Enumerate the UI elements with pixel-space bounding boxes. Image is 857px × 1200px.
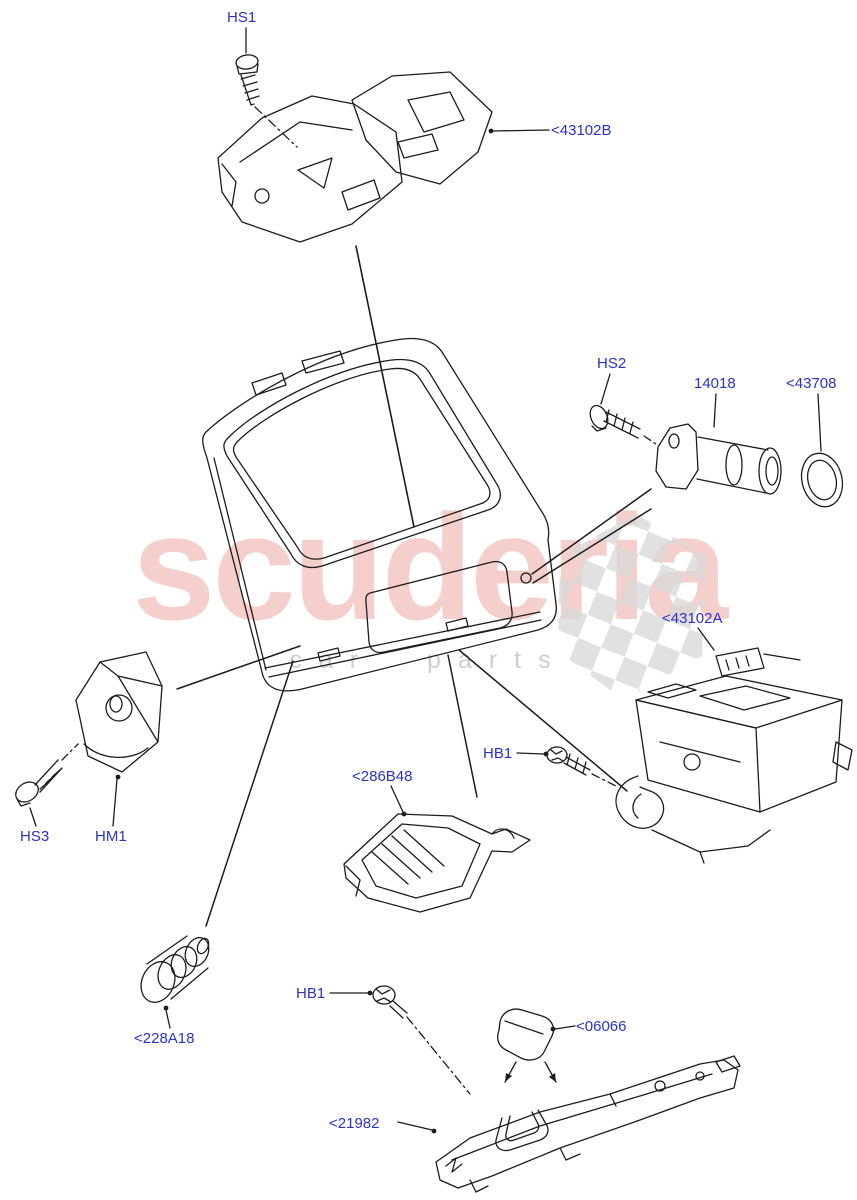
screw-hs1-drawing	[235, 27, 298, 148]
striker-plate-drawing	[397, 1055, 741, 1193]
screw-hs3-drawing	[15, 743, 79, 827]
plug-drawing	[140, 935, 210, 1029]
screw-hb1-upper-drawing	[516, 746, 617, 787]
screw-hb1-lower-drawing	[329, 985, 471, 1095]
latch-lower-drawing	[615, 627, 853, 864]
part-label-43708[interactable]: <43708	[786, 375, 837, 392]
checkered-flag-watermark	[558, 514, 706, 700]
pointer-lines	[176, 245, 652, 927]
part-label-21982[interactable]: <21982	[329, 1115, 380, 1132]
bracket-drawing	[343, 785, 531, 913]
bumper-block-drawing	[497, 1008, 576, 1083]
part-label-hm1[interactable]: HM1	[95, 828, 127, 845]
block-hm1-drawing	[75, 651, 163, 827]
part-label-hs3[interactable]: HS3	[20, 828, 50, 845]
part-label-hb1-upper[interactable]: HB1	[483, 745, 513, 762]
part-label-43102a[interactable]: <43102A	[662, 610, 723, 627]
seal-ring-drawing	[800, 393, 844, 508]
part-label-06066[interactable]: <06066	[576, 1018, 627, 1035]
part-label-hs1[interactable]: HS1	[227, 9, 257, 26]
lock-cylinder-drawing	[655, 393, 782, 495]
part-label-hb1-lower[interactable]: HB1	[296, 985, 326, 1002]
part-label-hs2[interactable]: HS2	[597, 355, 627, 372]
screw-hs2-drawing	[589, 373, 657, 445]
part-label-14018[interactable]: 14018	[694, 375, 736, 392]
part-label-286b48[interactable]: <286B48	[352, 768, 413, 785]
part-label-228a18[interactable]: <228A18	[134, 1030, 195, 1047]
latch-upper-drawing	[217, 71, 550, 243]
tailgate-panel-drawing	[202, 337, 557, 692]
part-label-43102b[interactable]: <43102B	[551, 122, 612, 139]
